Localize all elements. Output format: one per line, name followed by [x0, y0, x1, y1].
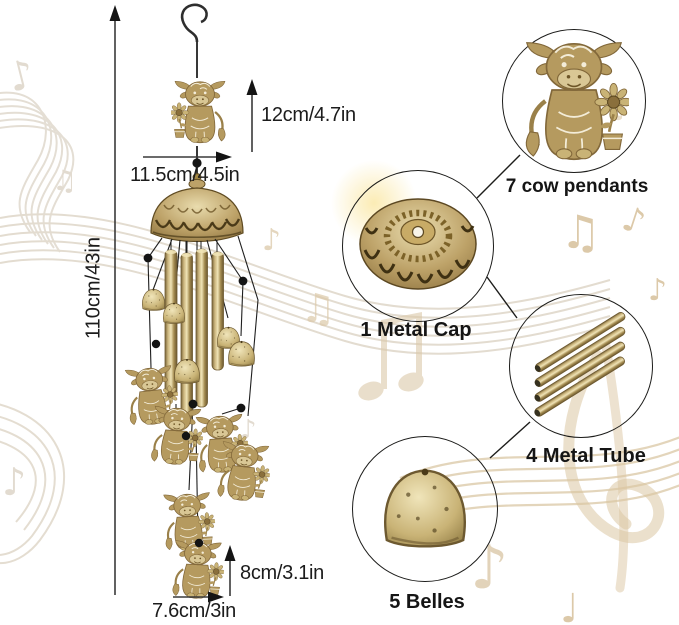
- callout-connectors: [476, 154, 531, 459]
- callout-label-metal-tubes: 4 Metal Tube: [526, 445, 646, 467]
- dimension-bottom-pendant-width: 7.6cm/3in: [152, 600, 237, 622]
- arrow-up-total-height: [109, 5, 121, 21]
- dimension-bottom-pendant-height: 8cm/3.1in: [240, 562, 325, 584]
- metal-tube-icon: [534, 311, 626, 417]
- svg-text:♩: ♩: [560, 586, 579, 625]
- cow-pendant-icon: [514, 35, 634, 167]
- music-note-icons: ♪ ♫ ♪ ♪ ♫ ♫ ♪ ♪ ♪ ♩ ♪ ♪: [2, 51, 667, 625]
- staff-swirl-left: [0, 403, 66, 564]
- svg-text:♪: ♪: [648, 273, 667, 308]
- dimension-top-pendant-height: 12cm/4.7in: [261, 104, 356, 126]
- dimension-top-pendant-width: 11.5cm/4.5in: [130, 164, 240, 186]
- svg-text:♫: ♫: [300, 286, 336, 332]
- svg-text:♫: ♫: [560, 205, 601, 259]
- wind-chime-product: [123, 3, 274, 601]
- metal-cap-icon: [359, 198, 477, 290]
- connector-cow-to-cap: [476, 154, 521, 199]
- arrow-up-pendant-height: [246, 79, 258, 95]
- bead: [192, 158, 202, 168]
- hanger-hook-icon: [180, 3, 208, 43]
- staff-ribbon-top-left: [0, 91, 75, 253]
- arrowheads: [109, 5, 258, 603]
- beads: [143, 253, 248, 548]
- callout-circle-metal-tubes: [509, 294, 653, 438]
- callout-circle-bells: [352, 436, 498, 582]
- dimension-total-length: 110cm/43in: [82, 237, 105, 339]
- tube-strings: [170, 240, 218, 254]
- connector-cap-to-tube: [486, 276, 518, 319]
- bell-icon: [377, 466, 473, 552]
- svg-text:♪: ♪: [2, 460, 26, 504]
- callout-label-cow-pendants: 7 cow pendants: [505, 176, 649, 197]
- callout-circle-metal-cap: [342, 170, 494, 322]
- arrow-right-pendant-width: [216, 151, 232, 163]
- svg-text:♪: ♪: [262, 223, 281, 258]
- top-cow-pendant: [171, 80, 227, 144]
- callout-label-bells: 5 Belles: [389, 591, 465, 613]
- measurement-lines: [114, 18, 253, 598]
- arrow-up-bottom-pendant-height: [224, 545, 236, 561]
- arrow-right-bottom-pendant-width: [208, 591, 224, 603]
- callout-label-metal-cap: 1 Metal Cap: [360, 319, 472, 341]
- connector-tube-to-bell: [489, 421, 531, 459]
- callout-circle-cow-pendants: [502, 29, 646, 173]
- svg-text:♫: ♫: [52, 164, 77, 197]
